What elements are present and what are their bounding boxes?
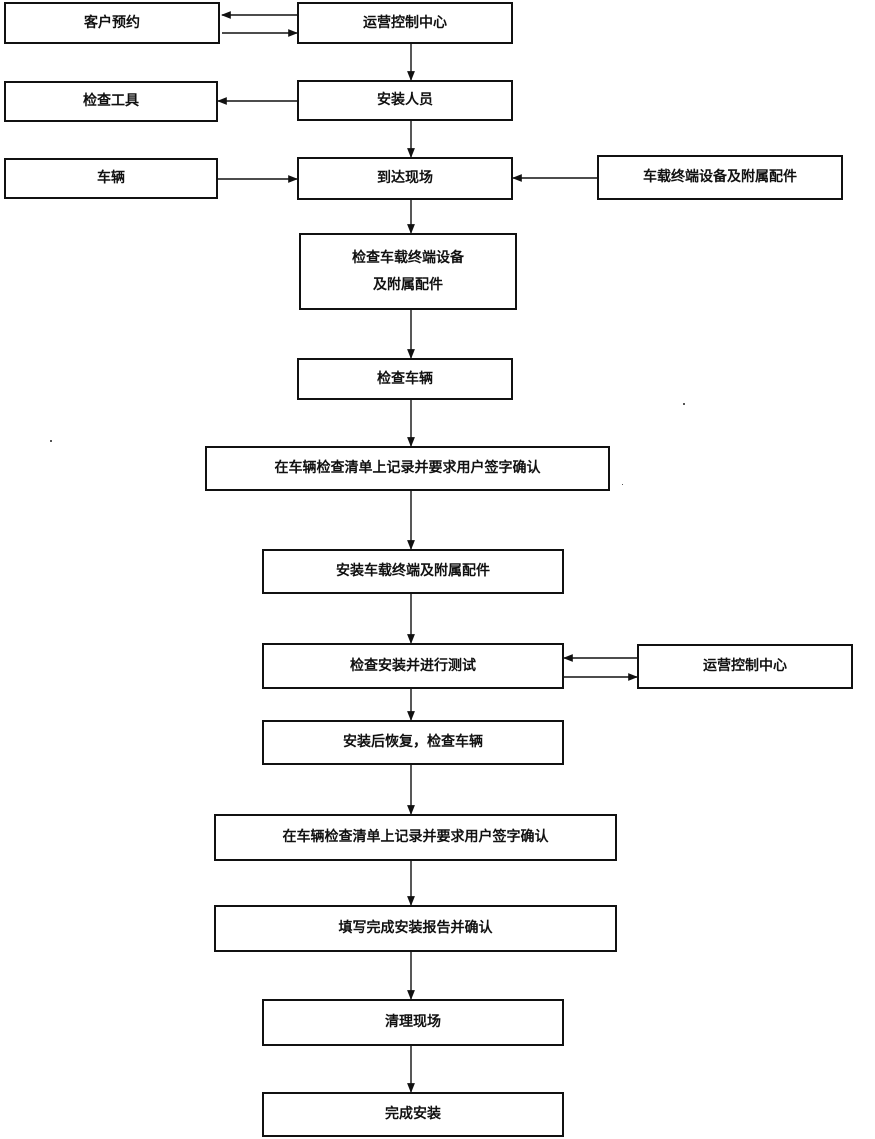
node-check-terminal: 检查车载终端设备 及附属配件 [299, 233, 517, 310]
node-install-terminal: 安装车载终端及附属配件 [262, 549, 564, 594]
node-vehicle: 车辆 [4, 158, 218, 199]
node-label: 检查工具 [83, 93, 139, 109]
node-label: 在车辆检查清单上记录并要求用户签字确认 [282, 829, 549, 845]
node-label: 车辆 [97, 170, 125, 186]
node-terminal-and-accessories: 车载终端设备及附属配件 [597, 155, 843, 200]
node-label: 在车辆检查清单上记录并要求用户签字确认 [274, 460, 541, 476]
node-label: 到达现场 [377, 170, 433, 186]
node-clean-site: 清理现场 [262, 999, 564, 1046]
node-check-vehicle: 检查车辆 [297, 358, 513, 400]
node-ops-center-top: 运营控制中心 [297, 2, 513, 44]
node-label-line2: 及附属配件 [373, 276, 443, 293]
node-label: 安装车载终端及附属配件 [336, 563, 490, 579]
node-label: 检查安装并进行测试 [350, 657, 476, 674]
node-label: 客户预约 [84, 14, 140, 31]
node-check-tools: 检查工具 [4, 81, 218, 122]
node-ops-center-right: 运营控制中心 [637, 644, 853, 689]
node-label: 完成安装 [385, 1106, 441, 1122]
scan-speck [622, 484, 623, 485]
node-label: 安装后恢复，检查车辆 [343, 734, 483, 750]
node-label: 运营控制中心 [363, 14, 447, 31]
node-record-confirm-2: 在车辆检查清单上记录并要求用户签字确认 [214, 814, 617, 861]
node-label: 运营控制中心 [703, 658, 787, 674]
node-label: 车载终端设备及附属配件 [643, 169, 797, 185]
node-label: 安装人员 [377, 92, 433, 108]
node-customer-booking: 客户预约 [4, 2, 220, 44]
node-complete-install: 完成安装 [262, 1092, 564, 1137]
scan-speck [683, 403, 685, 405]
node-installer: 安装人员 [297, 80, 513, 121]
node-fill-report: 填写完成安装报告并确认 [214, 905, 617, 952]
node-label: 填写完成安装报告并确认 [338, 920, 493, 936]
node-label: 检查车辆 [377, 370, 433, 387]
node-check-install-test: 检查安装并进行测试 [262, 643, 564, 689]
node-restore-check-vehicle: 安装后恢复，检查车辆 [262, 720, 564, 765]
scan-speck [50, 440, 52, 442]
node-label: 清理现场 [385, 1014, 441, 1030]
node-label-line1: 检查车载终端设备 [352, 249, 464, 266]
node-record-confirm-1: 在车辆检查清单上记录并要求用户签字确认 [205, 446, 610, 491]
node-arrive-site: 到达现场 [297, 157, 513, 200]
